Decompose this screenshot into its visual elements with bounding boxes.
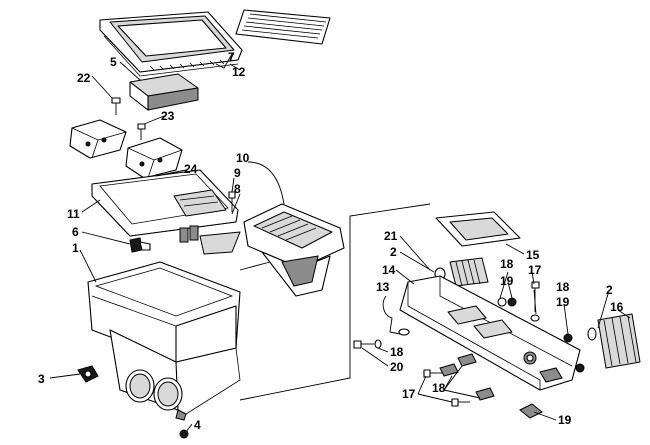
callout-18-b: 18	[556, 280, 570, 294]
callout-13: 13	[376, 280, 390, 294]
callout-3: 3	[38, 372, 45, 386]
wire-clip-13	[382, 295, 410, 336]
callout-14: 14	[382, 263, 396, 277]
nut-19-end	[575, 363, 585, 373]
nut-19-bottom	[519, 403, 543, 419]
intake-module	[69, 119, 127, 159]
callout-10: 10	[236, 151, 250, 165]
callout-16: 16	[610, 300, 624, 314]
mounting-bracket-14	[399, 275, 581, 391]
callout-6: 6	[72, 225, 79, 239]
air-filter-element	[129, 73, 199, 111]
air-box-base-tray	[91, 169, 241, 255]
callout-17-a: 17	[528, 263, 542, 277]
washer-18-nut-19	[497, 297, 517, 307]
callout-2-right: 2	[606, 283, 613, 297]
callout-4: 4	[194, 418, 201, 432]
air-box-lid	[99, 11, 243, 77]
callout-2-left: 2	[390, 245, 397, 259]
callout-9: 9	[234, 166, 241, 180]
intake-duct	[243, 203, 345, 297]
callout-19-b: 19	[556, 295, 570, 309]
callout-22: 22	[77, 71, 91, 85]
callout-8: 8	[234, 182, 241, 196]
screw-22	[111, 97, 121, 115]
drain-valve-3	[77, 365, 99, 383]
callout-labels: 7 12 5 22 23 10 24 9 8 11 6 1 3 4 21 2 1…	[38, 50, 624, 432]
callout-18-a: 18	[500, 257, 514, 271]
pad-16	[587, 313, 641, 369]
callout-7: 7	[228, 50, 235, 64]
callout-1: 1	[72, 241, 79, 255]
callout-20: 20	[390, 360, 404, 374]
callout-24: 24	[184, 162, 198, 176]
gasket-15	[435, 211, 521, 247]
leader-lines	[49, 53, 631, 433]
lower-bolts-17	[423, 369, 470, 407]
callout-18-c: 18	[390, 345, 404, 359]
callout-19-a: 19	[500, 274, 514, 288]
intake-module-right	[125, 137, 183, 179]
callout-5: 5	[110, 55, 117, 69]
callout-23: 23	[161, 109, 175, 123]
callout-18-d: 18	[432, 381, 446, 395]
screw-23	[137, 123, 146, 140]
air-box-housing	[87, 261, 241, 421]
callout-15: 15	[526, 248, 540, 262]
callout-19-c: 19	[558, 413, 572, 427]
callout-11: 11	[67, 207, 80, 221]
callout-21: 21	[384, 229, 398, 243]
assembly-bracket-lines	[239, 203, 431, 401]
bolt-20	[353, 339, 382, 349]
intake-screen	[235, 9, 331, 45]
callout-12: 12	[232, 65, 246, 79]
lower-washers-18	[439, 353, 495, 401]
nut-19-right	[563, 333, 573, 343]
fitting-6	[129, 237, 151, 253]
callout-17-b: 17	[402, 387, 416, 401]
